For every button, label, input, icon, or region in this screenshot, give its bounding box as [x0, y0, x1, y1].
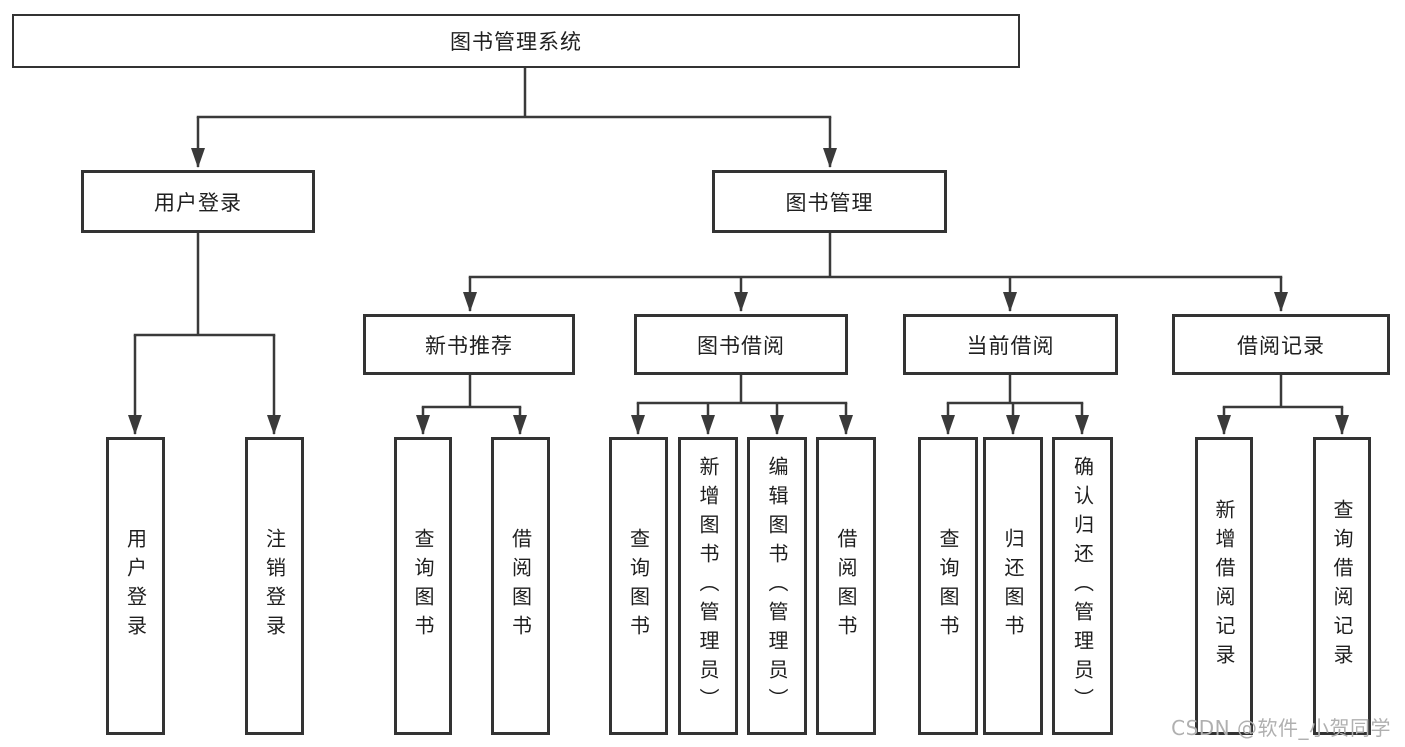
- connector-trunks: [133, 66, 1344, 409]
- leaf-query-borrow-record-label: 查询借阅记录: [1330, 499, 1354, 673]
- leaf-edit-book-admin: 编辑图书（管理员）: [747, 437, 807, 735]
- leaf-logout-label: 注销登录: [262, 528, 287, 644]
- node-user-login-label: 用户登录: [154, 190, 242, 215]
- leaf-confirm-return-admin-label: 确认归还（管理员）: [1070, 455, 1095, 717]
- node-user-login: 用户登录: [81, 170, 315, 233]
- leaf-query-books-borrow: 查询图书: [609, 437, 668, 735]
- leaf-edit-book-admin-label: 编辑图书（管理员）: [765, 455, 789, 717]
- leaf-user-login-label: 用户登录: [123, 528, 148, 644]
- leaf-confirm-return-admin: 确认归还（管理员）: [1052, 437, 1113, 735]
- leaf-logout: 注销登录: [245, 437, 304, 735]
- leaf-query-books-current: 查询图书: [918, 437, 978, 735]
- leaf-return-book-label: 归还图书: [1001, 528, 1025, 644]
- leaf-add-book-admin: 新增图书（管理员）: [678, 437, 738, 735]
- node-borrow-record: 借阅记录: [1172, 314, 1390, 375]
- leaf-borrow-books-borrow: 借阅图书: [816, 437, 876, 735]
- leaf-query-books-borrow-label: 查询图书: [626, 528, 651, 644]
- node-root-label: 图书管理系统: [450, 30, 582, 54]
- leaf-add-borrow-record: 新增借阅记录: [1195, 437, 1253, 735]
- leaf-borrow-books-borrow-label: 借阅图书: [834, 528, 858, 644]
- leaf-query-books-recommend-label: 查询图书: [411, 528, 435, 644]
- leaf-query-books-current-label: 查询图书: [936, 528, 960, 644]
- leaf-borrow-books-recommend-label: 借阅图书: [508, 528, 533, 644]
- node-book-mgmt: 图书管理: [712, 170, 947, 233]
- node-book-mgmt-label: 图书管理: [785, 190, 874, 215]
- node-book-borrow-label: 图书借阅: [697, 333, 785, 358]
- node-new-book-recommend: 新书推荐: [363, 314, 575, 375]
- node-borrow-record-label: 借阅记录: [1237, 333, 1325, 358]
- leaf-return-book: 归还图书: [983, 437, 1043, 735]
- watermark-text: CSDN @软件_小贺同学: [1171, 716, 1391, 740]
- leaf-query-borrow-record: 查询借阅记录: [1313, 437, 1371, 735]
- node-new-book-recommend-label: 新书推荐: [425, 333, 513, 358]
- node-book-borrow: 图书借阅: [634, 314, 848, 375]
- node-current-borrow-label: 当前借阅: [966, 333, 1055, 358]
- node-root: 图书管理系统: [12, 14, 1020, 68]
- leaf-add-borrow-record-label: 新增借阅记录: [1212, 499, 1236, 673]
- leaf-borrow-books-recommend: 借阅图书: [491, 437, 550, 735]
- node-current-borrow: 当前借阅: [903, 314, 1118, 375]
- leaf-add-book-admin-label: 新增图书（管理员）: [696, 455, 720, 717]
- leaf-query-books-recommend: 查询图书: [394, 437, 452, 735]
- leaf-user-login: 用户登录: [106, 437, 165, 735]
